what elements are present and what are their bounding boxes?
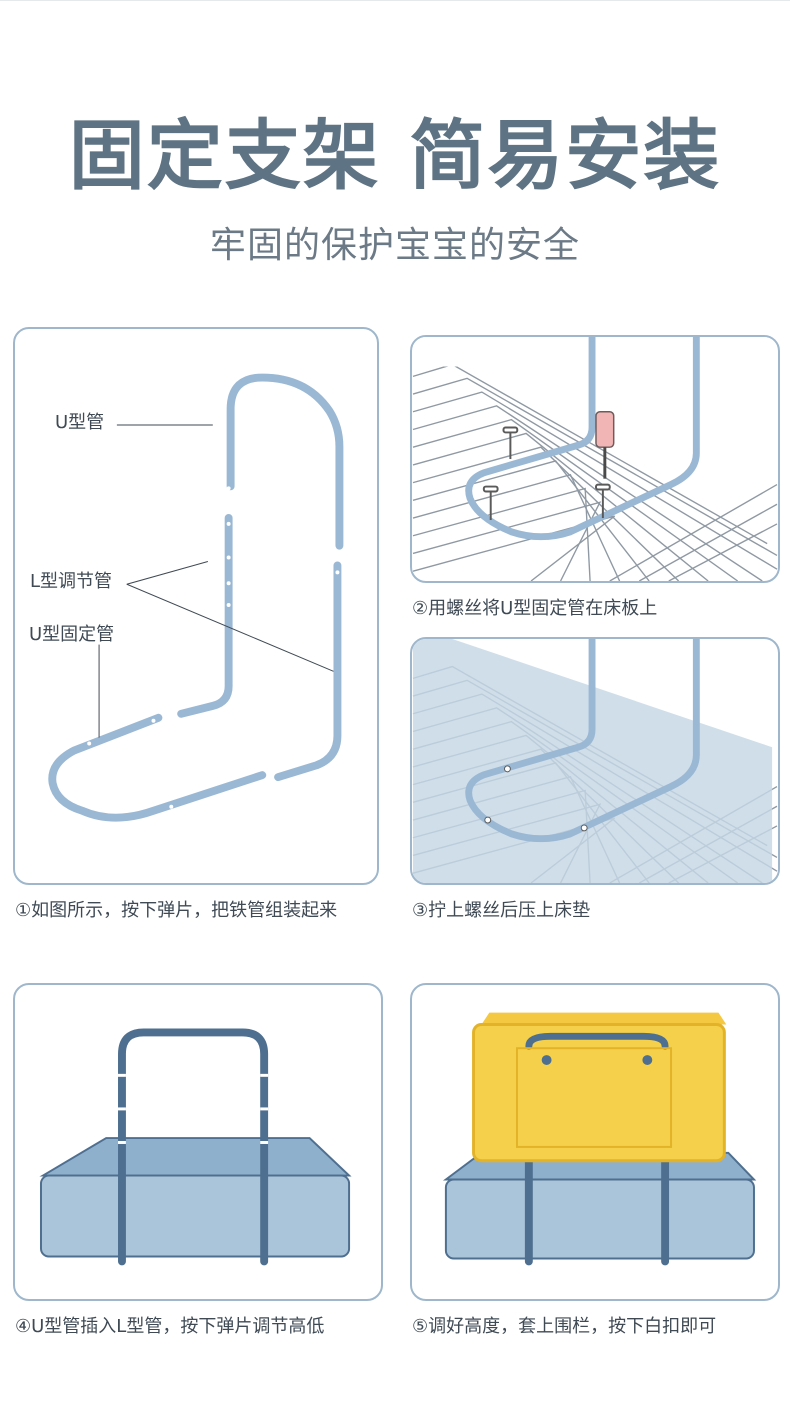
- step1-caption: ①如图所示，按下弹片，把铁管组装起来: [15, 900, 338, 921]
- label-u-fixed-tube: U型固定管: [29, 624, 115, 645]
- mattress-overlay: [412, 639, 773, 883]
- u-fixed-tube-shape: [48, 713, 267, 822]
- screwdriver-handle: [595, 411, 615, 448]
- step5-caption: ⑤调好高度，套上围栏，按下白扣即可: [412, 1316, 717, 1337]
- step3-panel: [410, 637, 780, 885]
- screw-install-illustration: [412, 337, 778, 581]
- tube-parts-illustration: [48, 373, 344, 822]
- fence-attached-illustration: [442, 1012, 757, 1266]
- tube-insert-illustration: [39, 1028, 352, 1266]
- page-subtitle: 牢固的保护宝宝的安全: [209, 225, 580, 266]
- mattress-press-illustration: [412, 639, 778, 883]
- step2-panel: [410, 335, 780, 583]
- page-title: 固定支架 简易安装: [68, 111, 722, 200]
- step1-panel: [13, 327, 379, 885]
- label-u-tube: U型管: [55, 412, 105, 433]
- fence-body: [472, 1023, 726, 1163]
- top-divider: [0, 0, 790, 1]
- step5-panel: [410, 983, 780, 1301]
- u-tube-shape: [226, 373, 344, 550]
- fence-button-left: [541, 1055, 552, 1065]
- label-l-tube: L型调节管: [30, 571, 113, 592]
- step3-caption: ③拧上螺丝后压上床垫: [412, 900, 591, 921]
- fence-button-right: [642, 1055, 653, 1065]
- l-tube-right-shape: [274, 561, 342, 782]
- step2-caption: ②用螺丝将U型固定管在床板上: [412, 598, 658, 619]
- step4-caption: ④U型管插入L型管，按下弹片调节高低: [15, 1316, 325, 1337]
- step4-panel: [13, 983, 383, 1301]
- fence-top: [481, 1012, 727, 1025]
- l-tube-left-shape: [177, 514, 233, 718]
